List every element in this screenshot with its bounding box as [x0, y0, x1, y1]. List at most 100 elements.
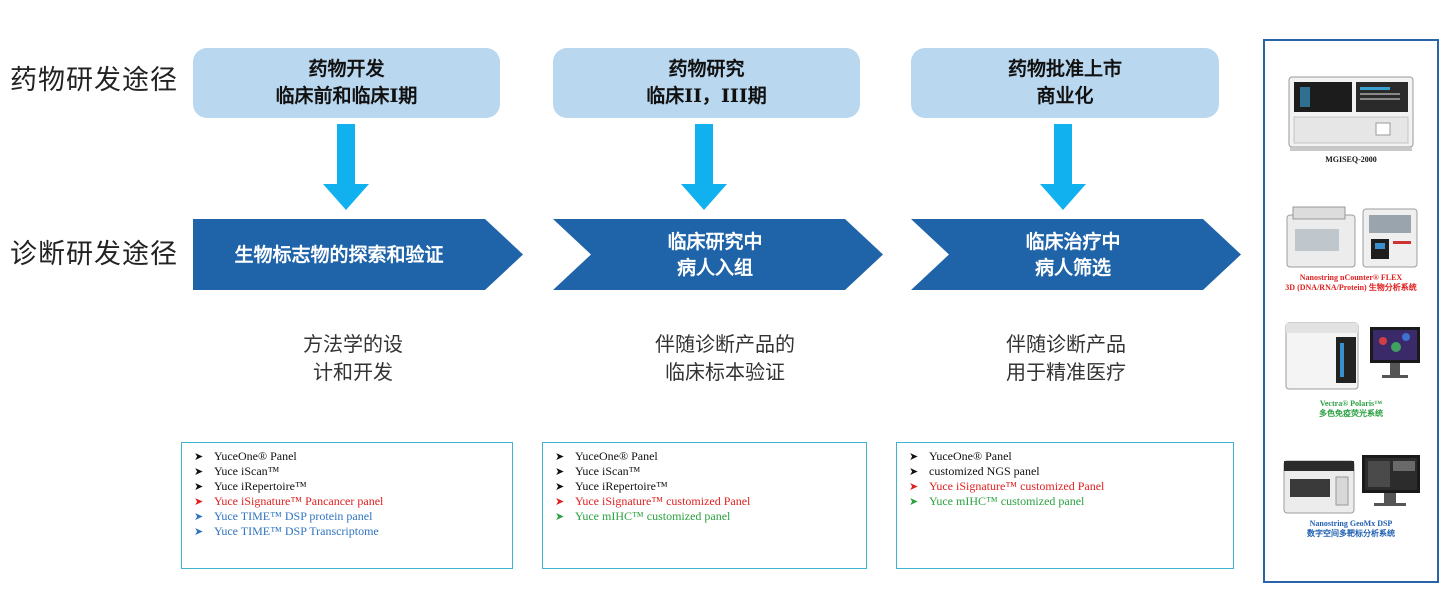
- stage-description-line: 方法学的设: [303, 332, 403, 356]
- instrument-vectra: Vectra® Polaris™ 多色免疫荧光系统: [1265, 317, 1437, 419]
- drug-stage-subtitle: 临床前和临床I期: [275, 85, 418, 107]
- stage-description-line: 伴随诊断产品的: [655, 332, 795, 356]
- panel-item-label: Yuce TIME™ DSP protein panel: [214, 509, 373, 523]
- panel-item-label: Yuce iSignature™ customized Panel: [575, 494, 751, 508]
- panel-item: ➤ YuceOne® Panel: [555, 449, 866, 464]
- stage-description-line: 用于精准医疗: [1006, 360, 1126, 384]
- drug-pathway-label: 药物研发途径: [10, 65, 178, 96]
- instrument-ncounter: Nanostring nCounter® FLEX 3D (DNA/RNA/Pr…: [1265, 199, 1437, 293]
- diag-stage-chevron: [911, 219, 1241, 290]
- instrument-name: MGISEQ-2000: [1325, 155, 1377, 164]
- instrument-geomx: Nanostring GeoMx DSP 数字空间多靶标分析系统: [1265, 447, 1437, 539]
- panel-item: ➤ YuceOne® Panel: [909, 449, 1233, 464]
- drug-stage-box: 药物开发 临床前和临床I期: [193, 48, 500, 118]
- panel-list-box: ➤YuceOne® Panel➤Yuce iScan™➤Yuce iRepert…: [542, 442, 867, 569]
- arrow-bullet-icon: ➤: [194, 526, 204, 538]
- drug-stage-title: 药物研究: [668, 58, 745, 80]
- panel-item: ➤ Yuce iSignature™ customized Panel: [555, 494, 866, 509]
- diag-stage-title: 生物标志物的探索和验证: [234, 243, 444, 266]
- panel-item-label: YuceOne® Panel: [575, 449, 658, 463]
- arrow-bullet-icon: ➤: [194, 496, 204, 508]
- panel-item-label: Yuce mIHC™ customized panel: [575, 509, 731, 523]
- arrow-bullet-icon: ➤: [909, 496, 919, 508]
- diag-stage-text: 生物标志物的探索和验证: [193, 219, 485, 290]
- panel-item: ➤ Yuce iScan™: [555, 464, 866, 479]
- diag-stage-title: 临床研究中: [667, 230, 763, 253]
- instrument-caption: Nanostring GeoMx DSP 数字空间多靶标分析系统: [1265, 519, 1437, 539]
- arrow-bullet-icon: ➤: [555, 466, 565, 478]
- panel-item-label: Yuce iRepertoire™: [575, 479, 668, 493]
- panel-item: ➤Yuce iScan™: [194, 464, 512, 479]
- arrow-bullet-icon: ➤: [909, 466, 919, 478]
- arrow-bullet-icon: ➤: [555, 511, 565, 523]
- diag-stage-text: 临床研究中 病人入组: [580, 219, 850, 290]
- drug-stage-box: 药物研究 临床II，III期: [553, 48, 860, 118]
- arrow-bullet-icon: ➤: [909, 451, 919, 463]
- instrument-caption: Nanostring nCounter® FLEX 3D (DNA/RNA/Pr…: [1265, 273, 1437, 293]
- panel-item-label: Yuce iRepertoire™: [214, 479, 307, 493]
- panel-item: ➤Yuce iRepertoire™: [555, 479, 866, 494]
- down-arrow-icon: [1040, 124, 1086, 210]
- instrument-mgiseq: MGISEQ-2000: [1265, 73, 1437, 165]
- drug-stage-subtitle: 商业化: [1036, 85, 1094, 107]
- diag-stage-text: 临床治疗中 病人筛选: [938, 219, 1208, 290]
- panel-list-box: ➤ YuceOne® Panel ➤ customized NGS panel ➤ Yuc…: [896, 442, 1234, 569]
- stage-description: 方法学的设 计和开发: [253, 330, 453, 386]
- stage-description-line: 伴随诊断产品: [1006, 332, 1126, 356]
- instrument-description: 多色免疫荧光系统: [1319, 409, 1383, 418]
- arrow-bullet-icon: ➤: [194, 511, 204, 523]
- panel-item: ➤ customized NGS panel: [909, 464, 1233, 479]
- spatial-profiler-image-icon: [1283, 455, 1420, 514]
- panel-item-label: Yuce mIHC™ customized panel: [929, 494, 1085, 508]
- instrument-name: Nanostring GeoMx DSP: [1309, 519, 1393, 528]
- instrument-caption: MGISEQ-2000: [1265, 155, 1437, 165]
- stage-description: 伴随诊断产品的 临床标本验证: [625, 330, 825, 386]
- panel-item: ➤ Yuce iRepertoire™: [194, 479, 512, 494]
- down-arrow-icon: [323, 124, 369, 210]
- diag-stage-title: 临床治疗中: [1025, 230, 1121, 253]
- diag-stage-subtitle: 病人入组: [676, 256, 753, 279]
- panel-item-label: Yuce iSignature™ customized Panel: [929, 479, 1105, 493]
- panel-item: ➤ Yuce iSignature™ Pancancer panel: [194, 494, 512, 509]
- instrument-description: 数字空间多靶标分析系统: [1307, 529, 1395, 538]
- panel-list: ➤YuceOne® Panel➤Yuce iScan™➤Yuce iRepert…: [194, 449, 512, 539]
- panel-item: ➤ Yuce TIME™ DSP protein panel: [194, 509, 512, 524]
- panel-list: ➤YuceOne® Panel➤Yuce iScan™➤Yuce iRepert…: [555, 449, 866, 524]
- sequencer-image-icon: [1288, 76, 1414, 151]
- panel-item-label: customized NGS panel: [929, 464, 1040, 478]
- instrument-sidebar: MGISEQ-2000 Nanostring nCounter® FLEX 3D…: [1263, 39, 1439, 583]
- stage-description-line: 临床标本验证: [665, 360, 785, 384]
- arrow-bullet-icon: ➤: [194, 451, 204, 463]
- panel-item: ➤ Yuce mIHC™ customized panel: [555, 509, 866, 524]
- diag-stage-chevron: [553, 219, 883, 290]
- instrument-name: Vectra® Polaris™: [1319, 399, 1383, 408]
- arrow-bullet-icon: ➤: [194, 481, 204, 493]
- analyzer-image-icon: [1286, 206, 1418, 268]
- diag-stage-chevron: [193, 219, 523, 290]
- instrument-caption: Vectra® Polaris™ 多色免疫荧光系统: [1265, 399, 1437, 419]
- arrow-bullet-icon: ➤: [555, 451, 565, 463]
- panel-item-label: Yuce TIME™ DSP Transcriptome: [214, 524, 379, 538]
- drug-stage-box: 药物批准上市 商业化: [911, 48, 1219, 118]
- instrument-name: Nanostring nCounter® FLEX: [1299, 273, 1403, 282]
- panel-item: ➤ Yuce iSignature™ customized Panel: [909, 479, 1233, 494]
- stage-description: 伴随诊断产品 用于精准医疗: [966, 330, 1166, 386]
- diag-stage-subtitle: 病人筛选: [1034, 256, 1111, 279]
- down-arrow-icon: [681, 124, 727, 210]
- arrow-bullet-icon: ➤: [555, 496, 565, 508]
- panel-item-label: YuceOne® Panel: [214, 449, 297, 463]
- instrument-description: 3D (DNA/RNA/Protein) 生物分析系统: [1285, 283, 1417, 292]
- arrow-bullet-icon: ➤: [909, 481, 919, 493]
- drug-stage-title: 药物批准上市: [1007, 58, 1122, 80]
- arrow-bullet-icon: ➤: [194, 466, 204, 478]
- panel-item: ➤ Yuce TIME™ DSP Transcriptome: [194, 524, 512, 539]
- panel-item-label: YuceOne® Panel: [929, 449, 1012, 463]
- drug-stage-subtitle: 临床II，III期: [646, 85, 767, 107]
- panel-item-label: Yuce iSignature™ Pancancer panel: [214, 494, 384, 508]
- panel-list-box: ➤YuceOne® Panel➤Yuce iScan™➤Yuce iRepert…: [181, 442, 513, 569]
- imaging-system-image-icon: [1285, 322, 1420, 390]
- panel-item: ➤ YuceOne® Panel: [194, 449, 512, 464]
- drug-stage-title: 药物开发: [308, 58, 385, 80]
- panel-item-label: Yuce iScan™: [575, 464, 641, 478]
- diagnosis-pathway-label: 诊断研发途径: [10, 239, 178, 270]
